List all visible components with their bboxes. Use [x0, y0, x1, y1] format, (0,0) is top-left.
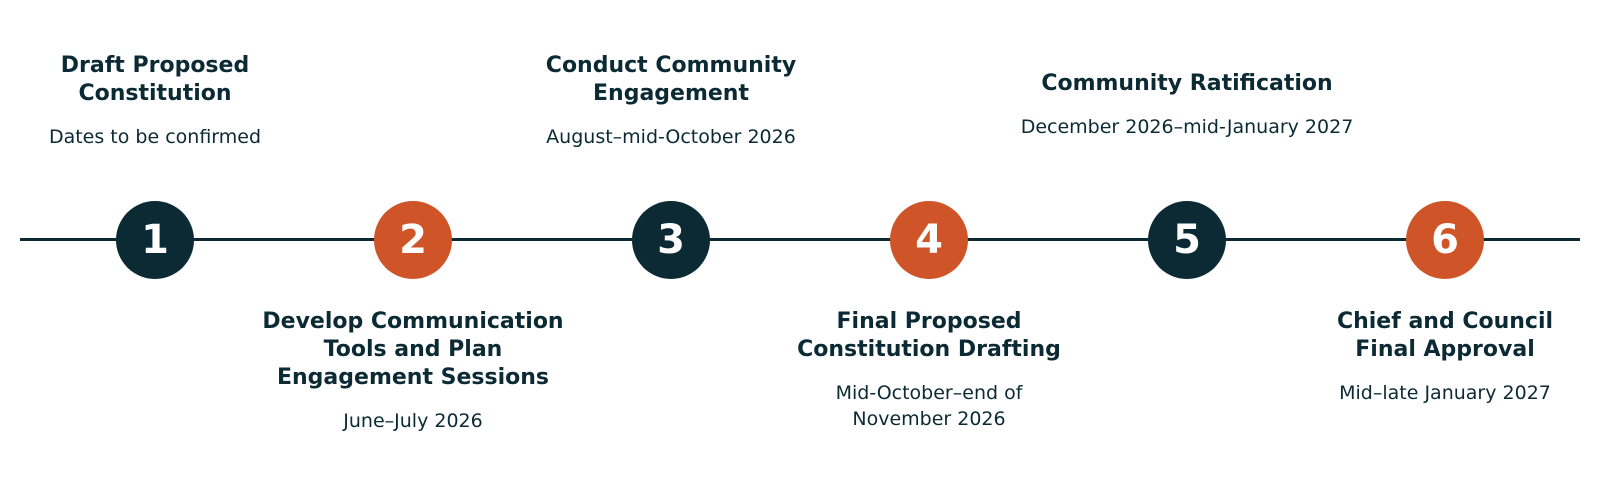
step-2-circle: 2 — [374, 201, 452, 279]
step-2-date: June–July 2026 — [343, 410, 483, 432]
step-1-date: Dates to be confirmed — [48, 126, 262, 148]
step-6-circle: 6 — [1406, 201, 1484, 279]
step-4-circle: 4 — [890, 201, 968, 279]
step-5-title: Community Ratification — [1041, 71, 1333, 96]
step-6-date: Mid–late January 2027 — [1339, 382, 1551, 404]
step-5-date: December 2026–mid-January 2027 — [1020, 116, 1354, 138]
step-5-circle: 5 — [1148, 201, 1226, 279]
step-3-circle: 3 — [632, 201, 710, 279]
step-1-circle: 1 — [116, 201, 194, 279]
timeline-line — [20, 238, 1580, 241]
step-3-date: August–mid-October 2026 — [546, 126, 796, 148]
